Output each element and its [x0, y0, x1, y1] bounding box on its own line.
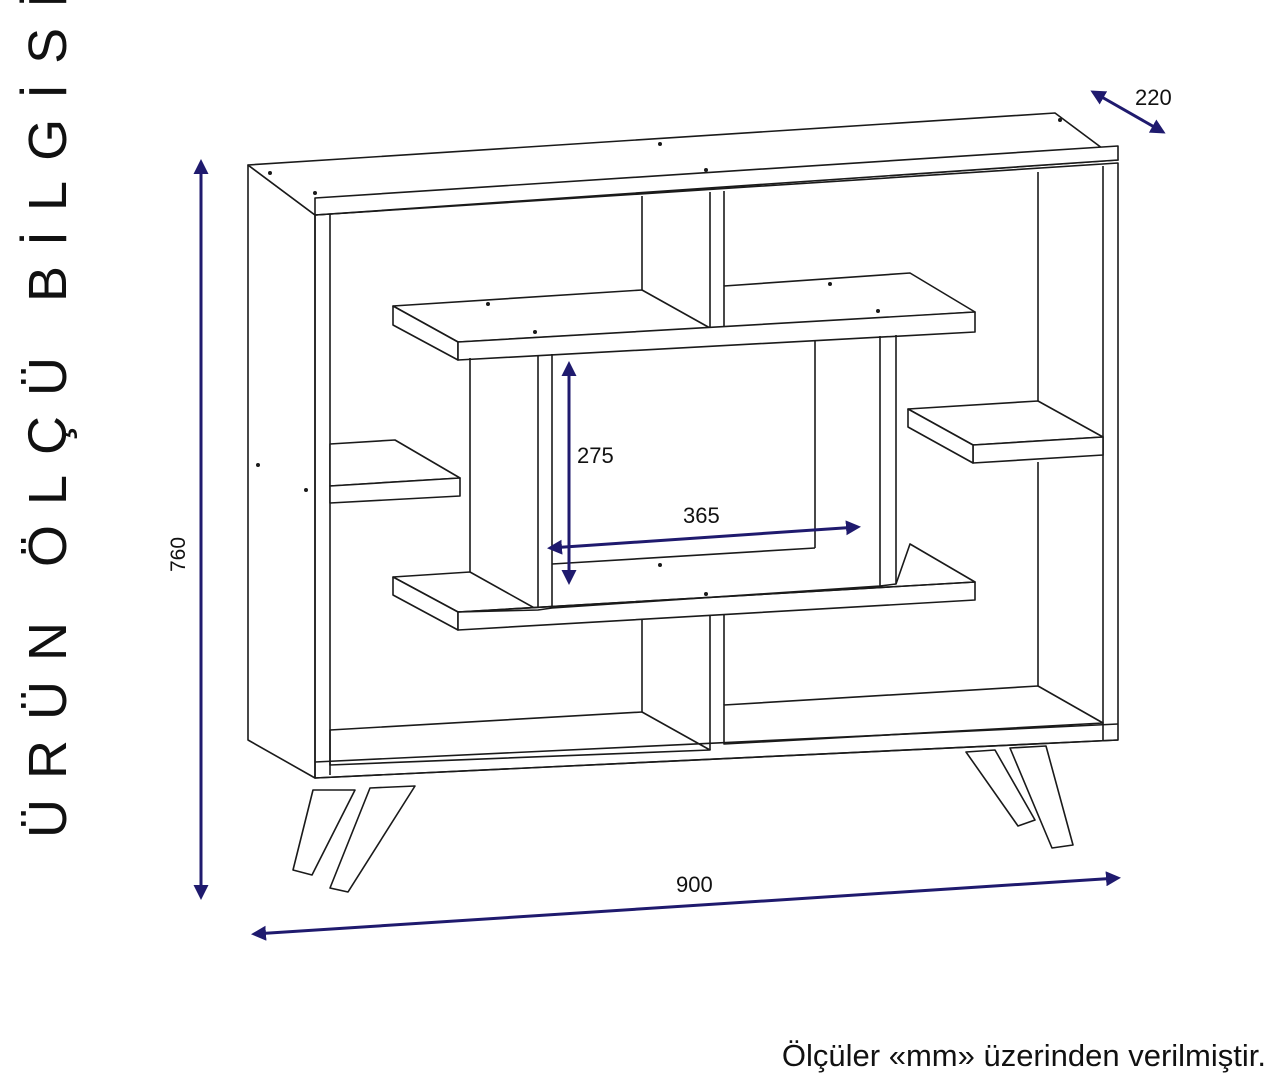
depth-label: 220 [1135, 85, 1172, 110]
inner-width-label: 365 [683, 503, 720, 528]
width-label: 900 [676, 872, 713, 897]
bookshelf-outline [247, 112, 1119, 893]
inner-width-arrow [547, 520, 861, 555]
left-side-panel [247, 164, 316, 779]
dimension-lines [193, 90, 1166, 941]
depth-arrow [1090, 90, 1166, 134]
height-label: 760 [167, 537, 190, 572]
front-right-leg [1009, 745, 1074, 849]
inner-height-label: 275 [577, 443, 614, 468]
back-right-leg [965, 749, 1036, 827]
top-panel-edge [314, 145, 1119, 216]
width-arrow [251, 871, 1121, 941]
units-note: Ölçüler «mm» üzerinden verilmiştir. [781, 1038, 1266, 1073]
